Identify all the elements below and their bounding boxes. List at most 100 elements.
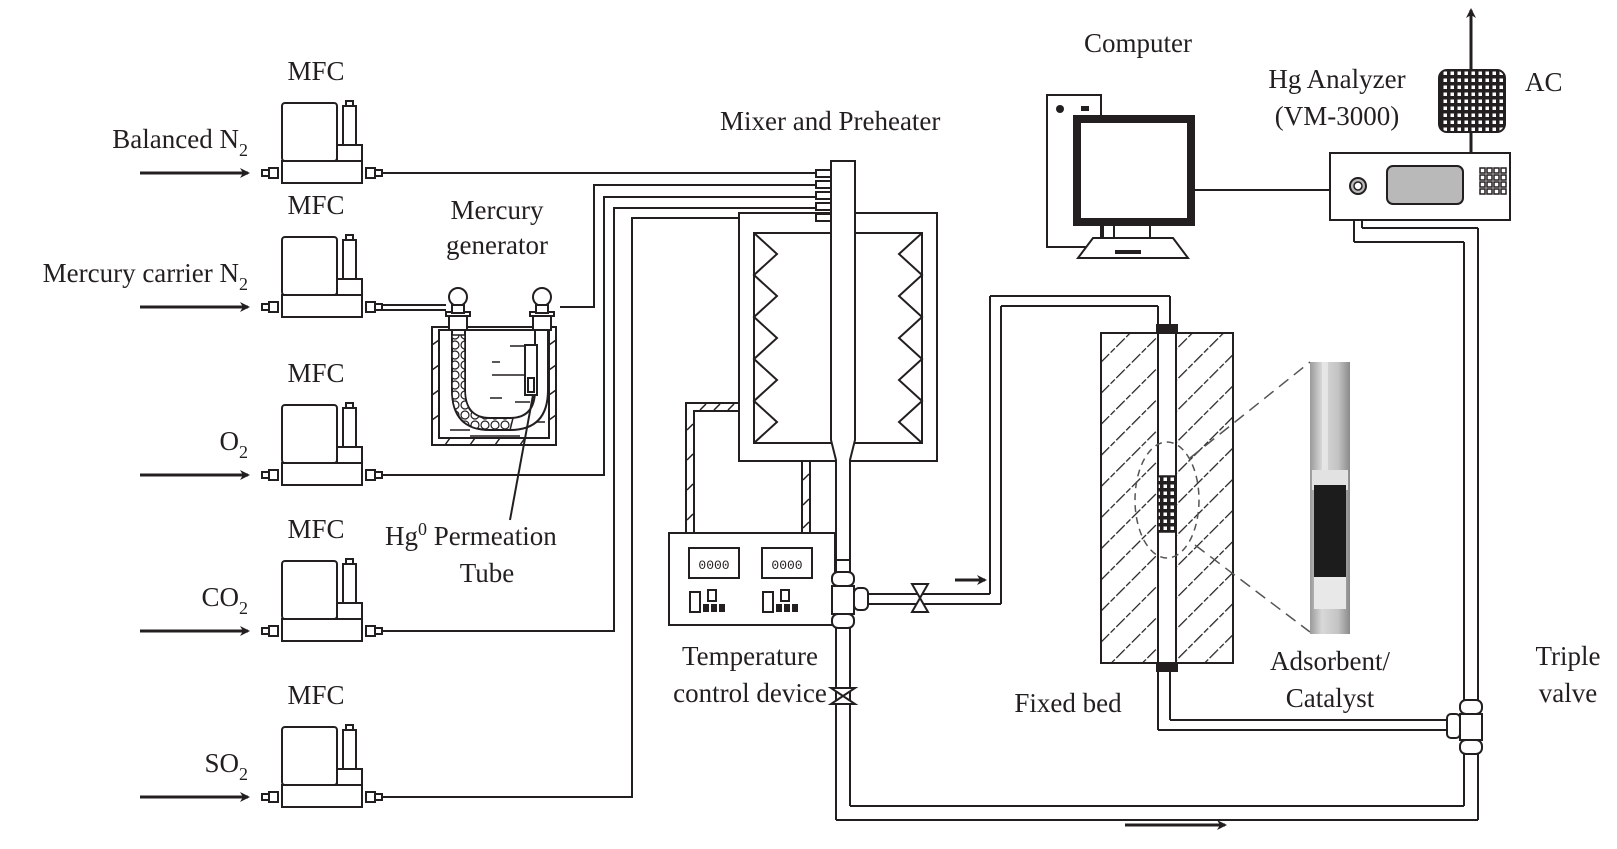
mfc-row: MFC Mercury carrier N2 <box>43 190 383 318</box>
keypad-key <box>1486 181 1493 188</box>
mfc-sensor <box>342 239 357 280</box>
triple-valve-label-1: Triple <box>1535 641 1600 671</box>
keypad-key <box>1493 167 1500 174</box>
permeation-tube-label: Hg0 Permeation <box>385 519 557 551</box>
temp-display-2 <box>761 547 813 579</box>
mercury-generator-label-2: generator <box>446 230 548 260</box>
catalyst-bed <box>1157 475 1177 533</box>
zoom-ellipse <box>1134 441 1200 559</box>
mfc-label: MFC <box>287 190 344 220</box>
fitting-out <box>365 167 376 179</box>
keypad-key <box>1500 181 1507 188</box>
so2-line <box>382 217 828 798</box>
keypad-key <box>1486 174 1493 181</box>
mfc-row: MFC O2 <box>140 358 383 486</box>
adsorbent-label-1: Adsorbent/ <box>1270 646 1390 676</box>
gas-label: Balanced N2 <box>112 124 248 160</box>
ac-label: AC <box>1525 67 1563 97</box>
gas-lines <box>382 172 828 798</box>
keypad-key <box>1493 181 1500 188</box>
keypad-key <box>1479 167 1486 174</box>
mfc-base <box>281 784 363 808</box>
mfc-sensor <box>342 563 357 604</box>
mfc-row: MFC CO2 <box>140 514 383 642</box>
mfc-label: MFC <box>287 514 344 544</box>
fitting-in <box>268 791 279 803</box>
mfc-base <box>281 462 363 486</box>
fitting-out <box>365 791 376 803</box>
triple-valve[interactable] <box>1446 228 1483 755</box>
co2-line <box>382 207 828 632</box>
mfc-row: MFC SO2 <box>140 680 383 808</box>
gas-label: CO2 <box>201 582 248 618</box>
keypad-key <box>1486 188 1493 195</box>
fitting-in <box>268 167 279 179</box>
mfc-body[interactable] <box>281 404 338 464</box>
bypass-pipe <box>827 295 1479 830</box>
permeation-tube-pointer <box>509 394 534 521</box>
keypad-key <box>1500 167 1507 174</box>
mixer-preheater <box>738 160 938 561</box>
fixed-bed <box>1100 296 1470 731</box>
temp-display-2-digits: 0000 <box>771 558 802 573</box>
bypass-valve[interactable] <box>827 687 859 705</box>
mfc-sensor <box>342 729 357 770</box>
keypad-key <box>1479 181 1486 188</box>
temp-display-1-digits: 0000 <box>698 558 729 573</box>
temperature-control-label-2: control device <box>673 678 827 708</box>
fitting-in <box>268 625 279 637</box>
mfc-label: MFC <box>287 680 344 710</box>
mfc-base <box>281 294 363 318</box>
keypad-key <box>1479 188 1486 195</box>
mfc-row: MFC Balanced N2 <box>112 56 383 184</box>
keypad-key <box>1500 174 1507 181</box>
permeation-tube-label-2: Tube <box>460 558 515 588</box>
mfc-label: MFC <box>287 358 344 388</box>
mfc-body[interactable] <box>281 726 338 786</box>
mercury-generator-label-1: Mercury <box>451 195 544 225</box>
mixer-label: Mixer and Preheater <box>720 106 940 136</box>
fitting-out <box>365 469 376 481</box>
analyzer-keypad <box>1479 167 1507 195</box>
analyzer-label-1: Hg Analyzer <box>1268 64 1405 94</box>
keypad-key <box>1493 188 1500 195</box>
gas-label: Mercury carrier N2 <box>43 258 248 294</box>
keypad-key <box>1500 188 1507 195</box>
mfc-body[interactable] <box>281 560 338 620</box>
triple-valve-label-2: valve <box>1539 678 1597 708</box>
temperature-control-device: 0000 0000 <box>668 402 836 626</box>
keypad-key <box>1493 174 1500 181</box>
computer <box>1046 94 1195 259</box>
gas-label: O2 <box>220 426 249 462</box>
mixer-column <box>830 160 856 561</box>
fitting-out <box>365 625 376 637</box>
fixed-bed-label: Fixed bed <box>1014 688 1122 718</box>
inlet-valve[interactable] <box>910 583 930 613</box>
mfc-label: MFC <box>287 56 344 86</box>
adsorbent-label-2: Catalyst <box>1286 683 1375 713</box>
mfc-base <box>281 618 363 642</box>
mercury-generator <box>431 287 557 521</box>
keypad-key <box>1486 167 1493 174</box>
tee-fitting <box>831 585 855 615</box>
mercury-line <box>560 184 828 308</box>
hg-analyzer <box>1329 8 1511 221</box>
activated-carbon-filter <box>1438 69 1506 133</box>
keypad-key <box>1479 174 1486 181</box>
mfc-base <box>281 160 363 184</box>
temperature-control-label-1: Temperature <box>682 641 818 671</box>
temp-display-1 <box>688 547 740 579</box>
fitting-out <box>365 301 376 313</box>
fitting-in <box>268 469 279 481</box>
adsorbent-photo <box>1310 362 1350 634</box>
computer-label: Computer <box>1084 28 1192 58</box>
mfc-body[interactable] <box>281 102 338 162</box>
gas-label: SO2 <box>204 748 248 784</box>
fitting-in <box>268 301 279 313</box>
o2-line <box>382 196 828 476</box>
mfc-sensor <box>342 407 357 448</box>
mfc-sensor <box>342 105 357 146</box>
mfc-body[interactable] <box>281 236 338 296</box>
analyzer-screen <box>1386 165 1464 205</box>
